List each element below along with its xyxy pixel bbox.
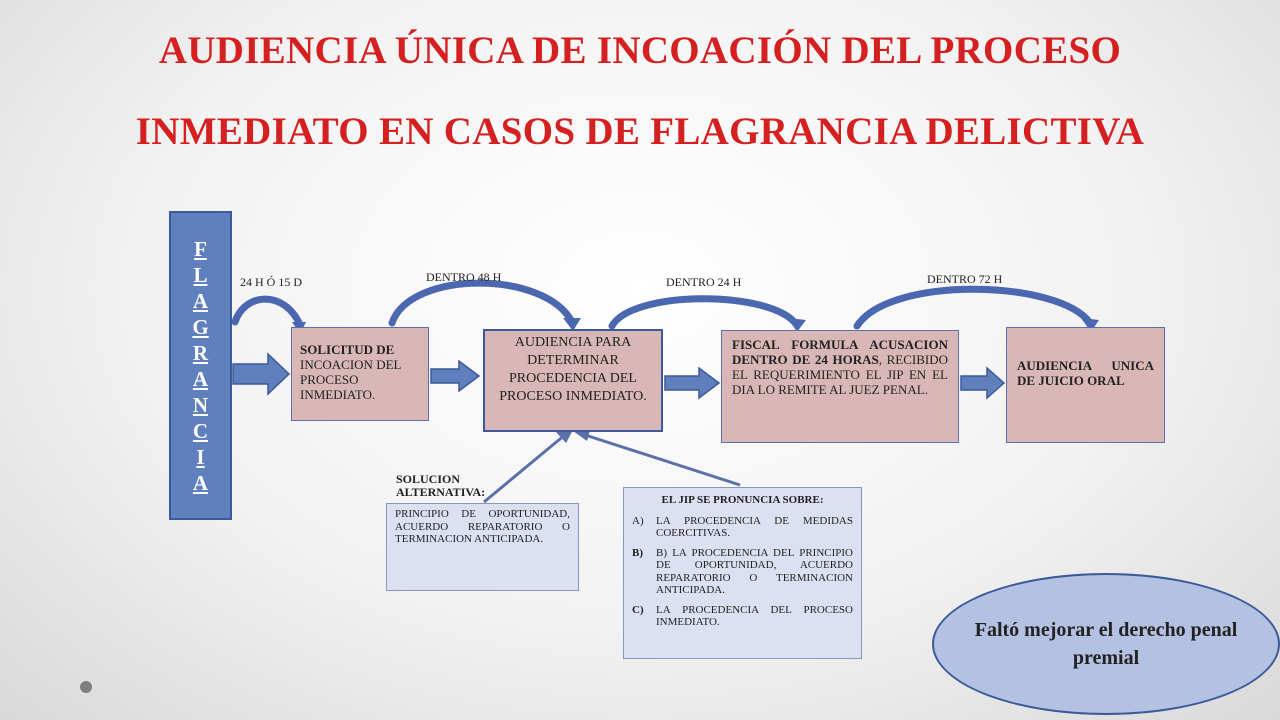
flagrancia-letter: G [192,314,209,339]
flagrancia-letter: A [192,288,209,313]
timing-label-24h-15d: 24 H Ó 15 D [240,275,302,289]
step-solicitud-text: INCOACION DEL PROCESO INMEDIATO. [300,357,401,402]
arc-solicitud-to-audiencia [388,279,576,327]
arc-flagrancia-to-solicitud [231,295,304,329]
step-fiscal-text: , RECIBIDO EL REQUERIMIENTO EL JIP EN EL… [732,352,948,397]
title-line-2: INMEDIATO EN CASOS DE FLAGRANCIA DELICTI… [135,110,1145,153]
step-solicitud-box: SOLICITUD DE INCOACION DEL PROCESO INMED… [291,327,429,421]
step-audiencia-procedencia-box: AUDIENCIA PARA DETERMINAR PROCEDENCIA DE… [483,329,663,432]
flagrancia-letter: A [192,366,209,391]
jip-item: C) LA PROCEDENCIA DEL PROCESO INMEDIATO. [632,604,853,629]
timing-label-48h: DENTRO 48 H [426,270,502,284]
arc-arrowhead-3 [788,318,806,332]
jip-heading: EL JIP SE PRONUNCIA SOBRE: [661,494,824,506]
step-audiencia-procedencia-text: AUDIENCIA PARA DETERMINAR PROCEDENCIA DE… [499,335,647,404]
block-arrow-solicitud [430,359,481,393]
note-text: Faltó mejorar el derecho penal premial [974,619,1238,669]
jip-item-text: LA PROCEDENCIA DE MEDIDAS COERCITIVAS. [656,514,853,540]
flagrancia-letter: L [193,262,208,287]
jip-box: EL JIP SE PRONUNCIA SOBRE: A) LA PROCEDE… [623,487,862,659]
arrow-solucion-to-audiencia [483,432,567,504]
solucion-alternativa-text: PRINCIPIO DE OPORTUNIDAD, ACUERDO REPARA… [395,508,570,545]
flagrancia-letter: R [192,340,209,365]
jip-item-text: LA PROCEDENCIA DEL PROCESO INMEDIATO. [656,603,853,629]
title-line-1: AUDIENCIA ÚNICA DE INCOACIÓN DEL PROCESO [158,29,1122,72]
jip-item: B) B) LA PROCEDENCIA DEL PRINCIPIO DE OP… [632,547,853,597]
flagrancia-letter: C [192,418,209,443]
timing-label-24h: DENTRO 24 H [666,275,742,289]
arc-audiencia-to-fiscal [608,295,800,330]
flagrancia-letter: F [194,236,207,261]
step-juicio-oral-box: AUDIENCIA UNICA DE JUICIO ORAL [1006,327,1165,443]
step-fiscal-bold: FISCAL FORMULA ACUSACION DENTRO DE 24 HO… [732,337,948,367]
flagrancia-letter: I [196,444,205,469]
bullet-dot [80,681,92,693]
jip-item: A) LA PROCEDENCIA DE MEDIDAS COERCITIVAS… [632,515,853,540]
step-solicitud-bold: SOLICITUD DE [300,342,395,357]
note-ellipse: Faltó mejorar el derecho penal premial [932,573,1280,715]
arrow-jip-to-audiencia [581,432,741,487]
flagrancia-letter: A [192,470,209,495]
jip-item-label: A) [632,514,644,527]
arc-fiscal-to-juicio [853,285,1094,330]
jip-item-text: B) LA PROCEDENCIA DEL PRINCIPIO DE OPORT… [656,546,853,597]
jip-item-label: C) [632,603,644,616]
flagrancia-letter: N [192,392,209,417]
arc-arrowhead-2 [563,318,581,331]
flagrancia-box: F L A G R A N C I A [169,211,232,520]
jip-item-label: B) [632,546,643,559]
timing-label-72h: DENTRO 72 H [927,272,1003,286]
arc-arrowhead-4 [1081,318,1099,332]
solucion-alternativa-box: PRINCIPIO DE OPORTUNIDAD, ACUERDO REPARA… [386,503,579,591]
solucion-alternativa-label: SOLUCION ALTERNATIVA: [396,472,486,499]
block-arrow-audiencia [664,366,721,400]
block-arrow-fiscal [960,366,1006,400]
step-juicio-oral-text: AUDIENCIA UNICA DE JUICIO ORAL [1017,358,1154,388]
step-fiscal-box: FISCAL FORMULA ACUSACION DENTRO DE 24 HO… [721,330,959,443]
block-arrow-flagrancia [232,352,291,396]
